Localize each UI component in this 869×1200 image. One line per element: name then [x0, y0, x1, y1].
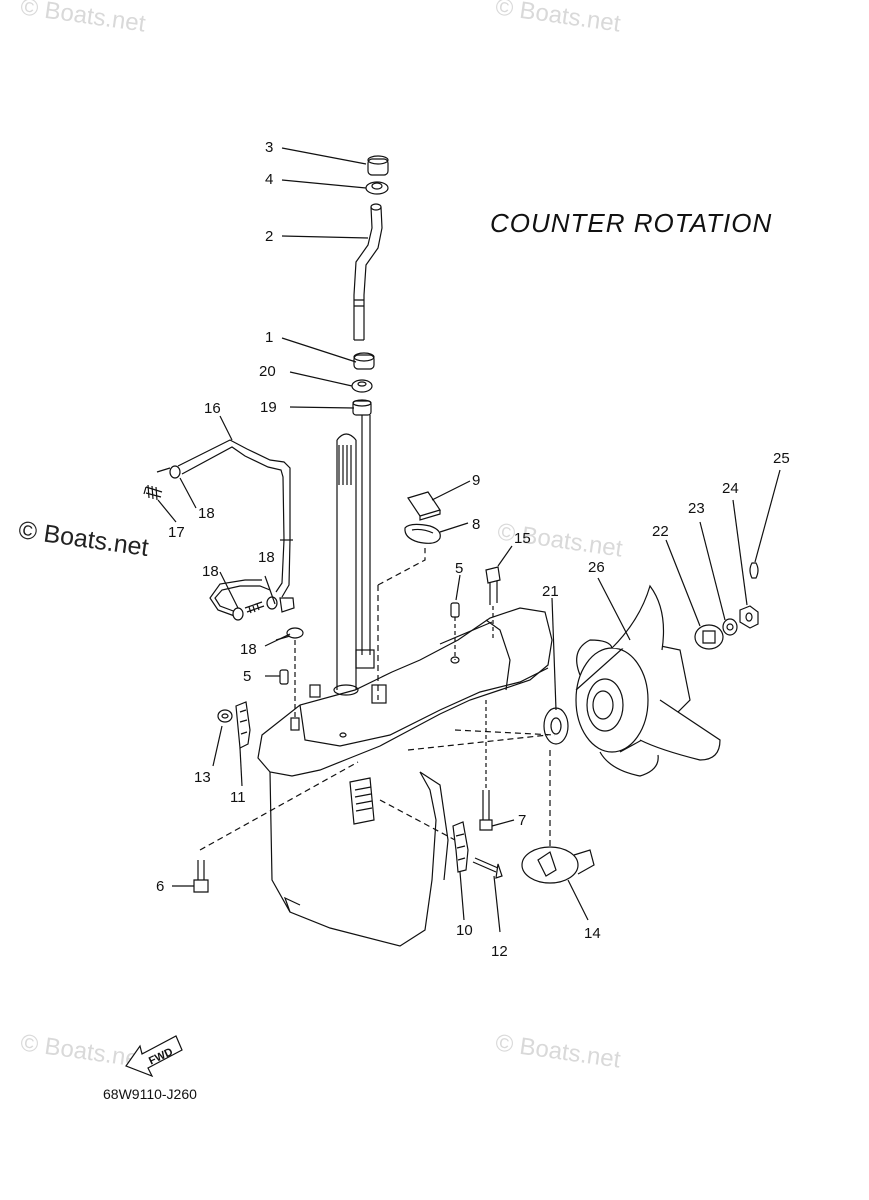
- forward-arrow-icon: FWD: [125, 1035, 183, 1078]
- callout-6: 6: [156, 878, 164, 895]
- callout-4: 4: [265, 171, 273, 188]
- diagram-title: COUNTER ROTATION: [490, 208, 773, 238]
- assembly-guides: [199, 548, 556, 851]
- callout-5-lower: 5: [243, 668, 251, 685]
- water-tube-assembly: [351, 155, 389, 416]
- callout-18-bottom: 18: [240, 641, 257, 658]
- callout-26: 26: [588, 559, 605, 576]
- callout-18-top: 18: [198, 505, 215, 522]
- callout-19: 19: [260, 399, 277, 416]
- callout-8: 8: [472, 516, 480, 533]
- small-parts: [193, 491, 595, 893]
- callout-2: 2: [265, 228, 273, 245]
- callout-1: 1: [265, 329, 273, 346]
- callout-10: 10: [456, 922, 473, 939]
- callout-14: 14: [584, 925, 601, 942]
- lower-case-housing: [257, 415, 553, 947]
- callout-16: 16: [204, 400, 221, 417]
- callout-11: 11: [230, 789, 246, 806]
- callout-13: 13: [194, 769, 211, 786]
- callout-20: 20: [259, 363, 276, 380]
- callout-3: 3: [265, 139, 273, 156]
- callout-18-mid: 18: [258, 549, 275, 566]
- callout-23: 23: [688, 500, 705, 517]
- callout-5-upper: 5: [455, 560, 463, 577]
- callout-17: 17: [168, 524, 185, 541]
- callout-25: 25: [773, 450, 790, 467]
- propeller: [575, 562, 759, 777]
- callout-18-left: 18: [202, 563, 219, 580]
- callout-7: 7: [518, 812, 526, 829]
- callout-12: 12: [491, 943, 508, 960]
- callout-labels: 3 4 2 1 20 19 16 18 17 9 8 15 5 18 18 18…: [156, 139, 790, 960]
- callout-22: 22: [652, 523, 669, 540]
- callout-9: 9: [472, 472, 480, 489]
- callout-21: 21: [542, 583, 559, 600]
- callout-15: 15: [514, 530, 531, 547]
- drawing-code: 68W9110-J260: [103, 1086, 197, 1102]
- callout-24: 24: [722, 480, 739, 497]
- hose-assembly: [143, 439, 304, 731]
- leader-lines: [157, 147, 781, 933]
